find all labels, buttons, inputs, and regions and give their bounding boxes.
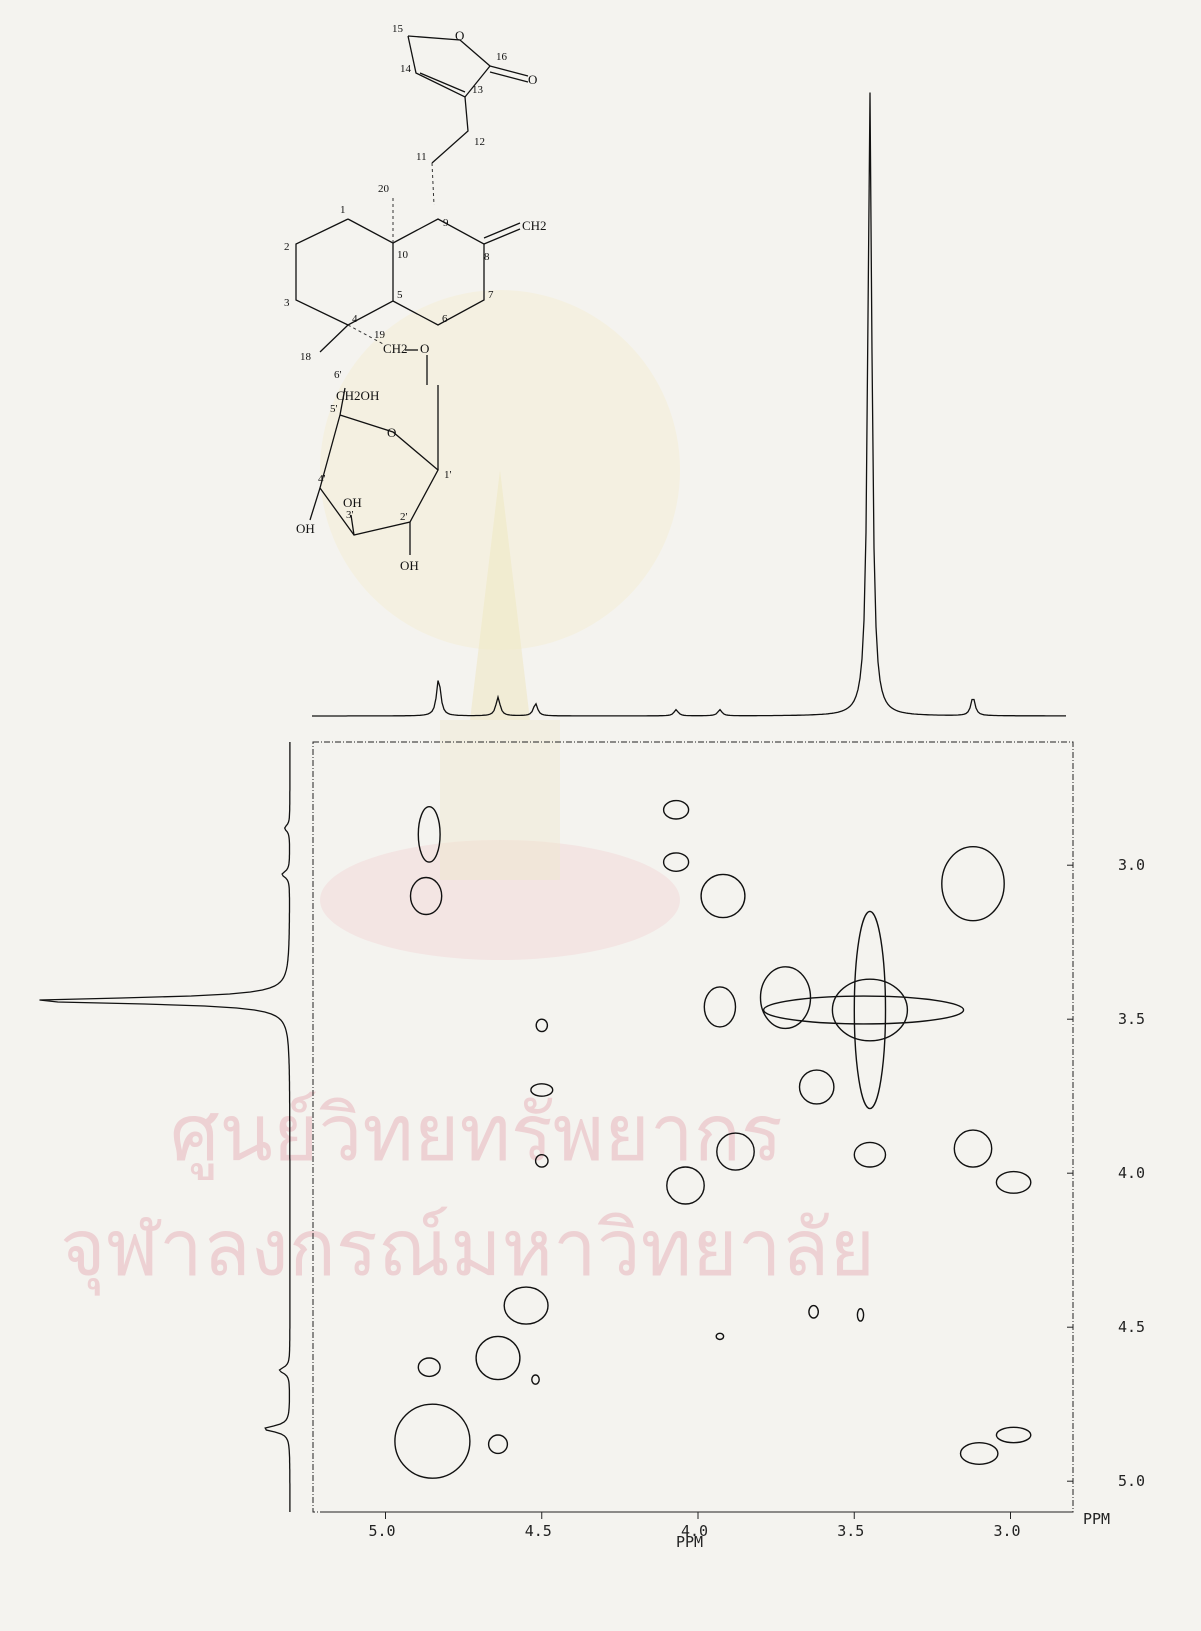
atom-label: 1	[340, 204, 346, 216]
cross-peak	[394, 1403, 471, 1479]
cross-peak	[856, 1308, 865, 1322]
cross-peak	[808, 1304, 819, 1319]
x-axis-unit: PPM	[1083, 1510, 1110, 1528]
cross-peak	[959, 1441, 999, 1465]
atom-label: 14	[400, 63, 412, 75]
cross-peak	[662, 799, 690, 820]
cross-peak	[703, 986, 737, 1028]
methylene-label: CH2	[383, 341, 408, 356]
atom-label: 20	[378, 183, 390, 195]
hydroxyl-label: OH	[400, 558, 419, 573]
cross-peak	[487, 1434, 509, 1455]
y-tick-label: 4.5	[1118, 1318, 1145, 1336]
y-tick-label: 5.0	[1118, 1472, 1145, 1490]
cross-peak	[798, 1069, 835, 1105]
watermark-line-2: จุฬาลงกรณ์มหาวิทยาลัย	[60, 1204, 875, 1296]
cross-peak	[700, 873, 746, 919]
atom-label: 4	[352, 313, 358, 325]
atom-label: 1'	[444, 469, 452, 481]
y-tick-label: 4.0	[1118, 1164, 1145, 1182]
atom-label: 5	[397, 289, 403, 301]
oxygen-label: O	[528, 72, 537, 87]
oxygen-label: O	[455, 28, 464, 43]
y-tick-label: 3.5	[1118, 1010, 1145, 1028]
atom-label: 5'	[330, 403, 338, 415]
atom-label: 18	[300, 351, 312, 363]
cross-peak	[666, 1166, 705, 1205]
oxygen-label: O	[420, 341, 429, 356]
atom-labels: 1 2 3 4 5 6 7 8 9 10 11 12 13 14 15 16 1…	[284, 23, 508, 523]
atom-label: 16	[496, 51, 508, 63]
hydroxymethyl-label: CH2OH	[336, 388, 379, 403]
group-labels: O O O O CH2 CH2 CH2OH OH OH OH	[296, 28, 547, 573]
atom-label: 4'	[318, 473, 326, 485]
cross-peak	[716, 1132, 755, 1171]
methylene-label: CH2	[522, 218, 547, 233]
cross-peak	[941, 846, 1005, 922]
atom-label: 6'	[334, 369, 342, 381]
atom-label: 11	[416, 151, 427, 163]
atom-label: 15	[392, 23, 404, 35]
cross-peak	[662, 852, 690, 872]
cross-peak	[831, 978, 909, 1042]
atom-label: 2	[284, 241, 290, 253]
cross-peak	[953, 1129, 993, 1168]
cross-peak-contours	[394, 799, 1032, 1479]
y-axis-ticks: 3.0 3.5 4.0 4.5 5.0	[1067, 856, 1145, 1490]
x-tick-label: 3.5	[837, 1522, 864, 1540]
cross-peak	[417, 1357, 441, 1378]
x-tick-label: 4.0	[681, 1522, 708, 1540]
watermark-seal	[320, 290, 680, 960]
cross-peak	[534, 1154, 549, 1168]
cross-peak	[409, 876, 443, 916]
left-1d-spectrum	[39, 742, 291, 1512]
x-tick-label: 3.0	[994, 1522, 1021, 1540]
x-tick-label: 4.5	[525, 1522, 552, 1540]
cross-peak	[503, 1286, 549, 1325]
cross-peak	[531, 1374, 540, 1385]
watermark: ศูนย์วิทยทรัพยากร จุฬาลงกรณ์มหาวิทยาลัย	[60, 290, 875, 1296]
x-axis-label: PPM	[676, 1533, 703, 1551]
atom-label: 8	[484, 251, 490, 263]
atom-label: 12	[474, 136, 485, 148]
atom-label: 3'	[346, 509, 354, 521]
hydroxyl-label: OH	[343, 495, 362, 510]
atom-label: 9	[443, 217, 449, 229]
cross-peak	[853, 1141, 887, 1168]
atom-label: 19	[374, 329, 386, 341]
oxygen-label: O	[387, 425, 396, 440]
atom-label: 13	[472, 84, 484, 96]
atom-label: 6	[442, 313, 448, 325]
watermark-line-1: ศูนย์วิทยทรัพยากร	[170, 1089, 783, 1180]
x-tick-label: 5.0	[369, 1522, 396, 1540]
atom-label: 2'	[400, 511, 408, 523]
cross-peak	[762, 995, 965, 1025]
atom-label: 3	[284, 297, 290, 309]
cross-peak	[535, 1018, 549, 1033]
cross-peak	[475, 1335, 521, 1381]
cross-peak	[417, 806, 441, 863]
top-1d-spectrum	[312, 92, 1066, 717]
chemical-structure: 1 2 3 4 5 6 7 8 9 10 11 12 13 14 15 16 1…	[284, 23, 547, 573]
y-tick-label: 3.0	[1118, 856, 1145, 874]
hydroxyl-label: OH	[296, 521, 315, 536]
atom-label: 7	[488, 289, 494, 301]
cross-peak	[995, 1426, 1032, 1444]
atom-label: 10	[397, 249, 409, 261]
x-axis-ticks: 5.0 4.5 4.0 3.5 3.0	[369, 1512, 1021, 1540]
cross-peak	[995, 1170, 1032, 1194]
cross-peak	[715, 1332, 725, 1341]
cross-peak	[853, 910, 887, 1110]
cross-peak	[759, 966, 812, 1030]
cross-peak	[530, 1083, 554, 1097]
